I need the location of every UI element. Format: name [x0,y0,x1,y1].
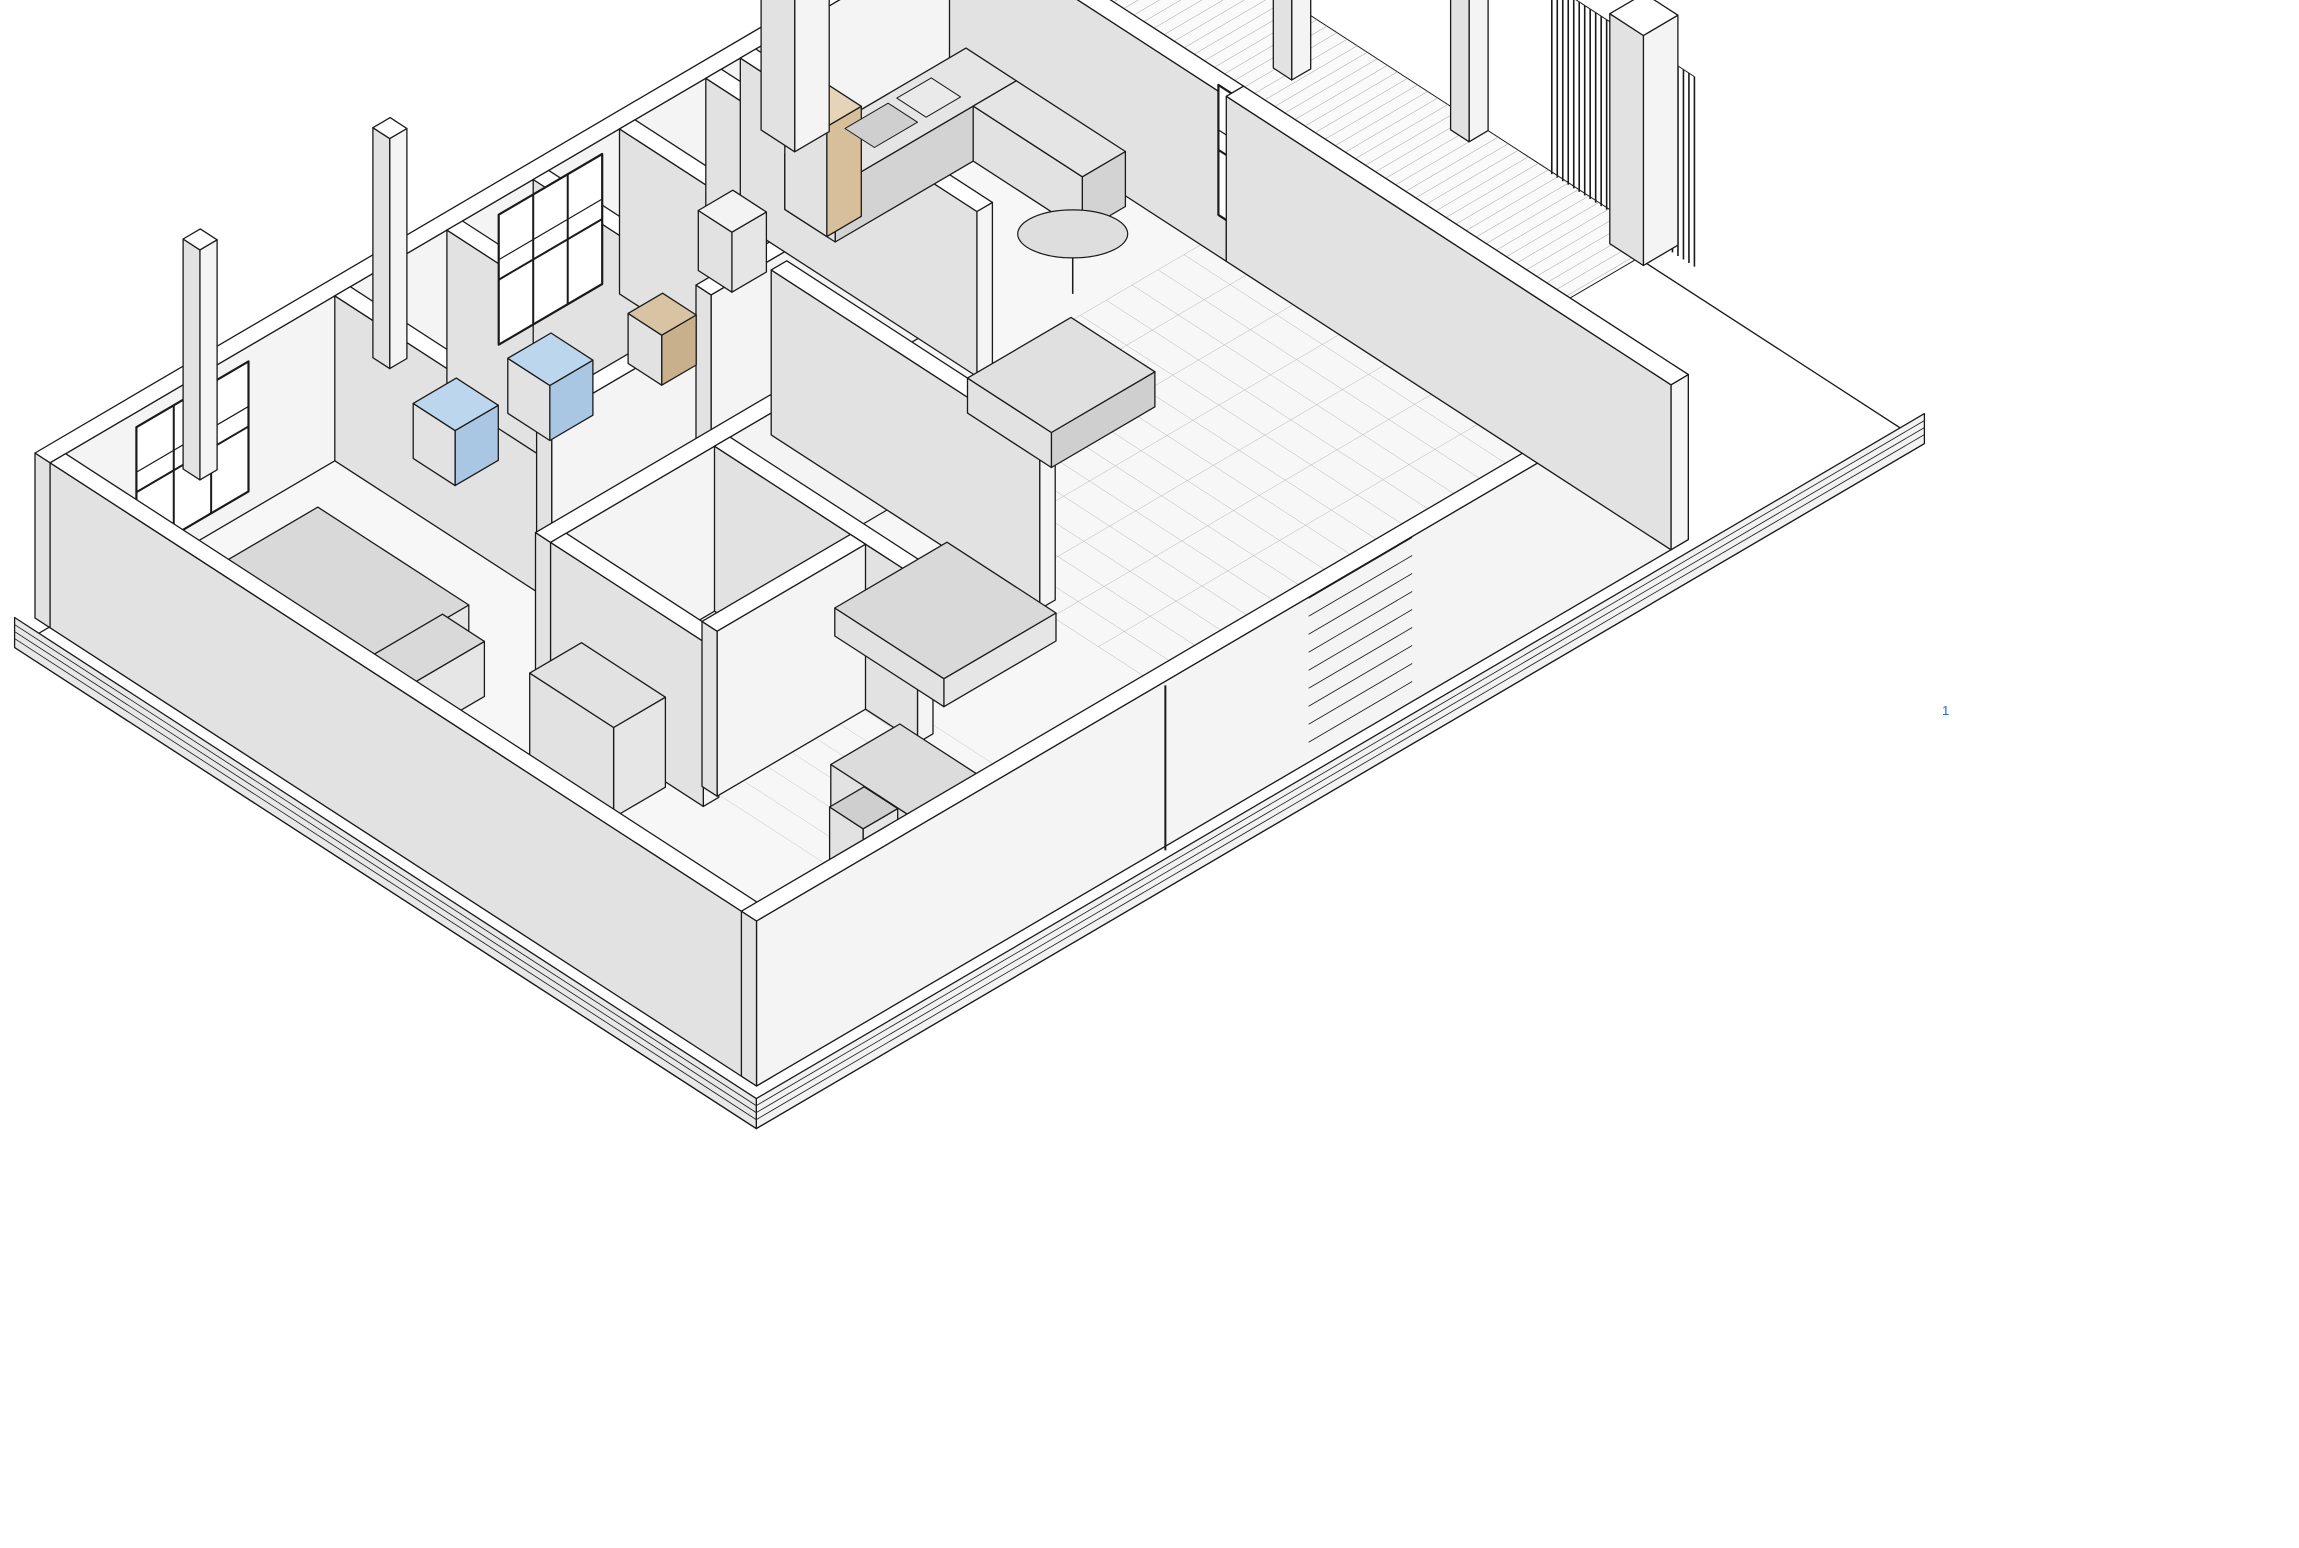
dining-table [1017,209,1129,294]
floor-tile-line [1098,413,1496,647]
front-cladding [1308,537,1413,743]
terrace-column-4 [1609,0,1679,267]
window-back-2-transom [498,218,603,281]
chimney-stack [760,0,830,153]
terrace-post-3-face-a [1468,0,1489,143]
plinth-molding-line [756,427,1925,1113]
plinth-molding-line [756,420,1925,1106]
view-marker-label: 1 [1942,703,1950,718]
cladding-board [1308,537,1413,599]
vent-post-2-face-b [372,127,391,370]
terrace-post-2-face-b [1272,0,1293,81]
window-back-2-transom [498,198,603,261]
terrace-column-4-face-b [1609,13,1645,267]
vanity-1 [412,377,499,487]
vent-post-1-top [182,228,218,251]
chimney-stack-face-a [794,0,830,153]
washing-machine [627,292,697,386]
water-heater [697,189,768,293]
wall-exterior-right-lower-face-a [1670,373,1689,551]
dining-table-top [1017,209,1129,259]
vanity-1-top [412,377,499,432]
wall-exterior-back-top [34,0,841,464]
vent-post-2-face-a [389,127,408,370]
washing-machine-top [627,292,697,336]
cladding-board [1308,645,1413,707]
floor-tile-line [1006,353,1404,588]
cladding-board [1308,609,1413,671]
partition-study-back-top [701,533,867,632]
terrace-post-3-face-b [1449,0,1470,143]
office-chair-top [828,786,899,830]
bed-center-top [834,541,1057,680]
plinth-molding-line [14,638,757,1120]
cladding-board [1308,573,1413,635]
wall-exterior-right-lower [1225,85,1689,551]
terrace-post-3 [1449,0,1489,143]
plinth-molding-line [756,434,1925,1120]
cladding-board [1308,591,1413,653]
cladding-board [1308,627,1413,689]
sofa [966,316,1156,469]
vanity-2 [507,332,594,442]
cladding-board [1308,663,1413,725]
vent-post-2-top [372,116,408,140]
terrace-post-2-face-a [1291,0,1312,81]
wall-exterior-right-lower-top [1225,85,1689,386]
vent-post-1-face-a [199,239,218,481]
bed-center [834,541,1057,708]
vent-post-1-face-b [182,238,201,481]
plinth-molding-line [14,624,757,1106]
terrace-post-2 [1272,0,1312,81]
cladding-board [1308,681,1413,743]
wall-exterior-front-face-b [740,910,758,1087]
kitchen-counter-return-top [972,80,1127,178]
plinth-molding-line [14,631,757,1113]
vanity-2-top [507,332,594,387]
cladding-board [1308,555,1413,617]
partition-study-back-face-b [701,620,718,797]
vent-post-2 [372,116,408,370]
floor-tile-line [1052,383,1450,617]
terrace-column-4-top [1609,0,1679,37]
window-back-2 [497,152,604,346]
wall-exterior-back-face-b [34,452,51,629]
cooktop [844,102,918,148]
kitchen-sink [896,77,962,118]
terrace-column-4-face-a [1642,14,1679,267]
wardrobe-tall-top [529,642,667,729]
partition-kitchen-face-a [976,201,994,378]
water-heater-top [697,189,768,233]
sofa-top [966,316,1156,434]
chimney-stack-face-b [760,0,796,153]
vent-post-1 [182,228,218,481]
partition-study-back [701,533,867,797]
